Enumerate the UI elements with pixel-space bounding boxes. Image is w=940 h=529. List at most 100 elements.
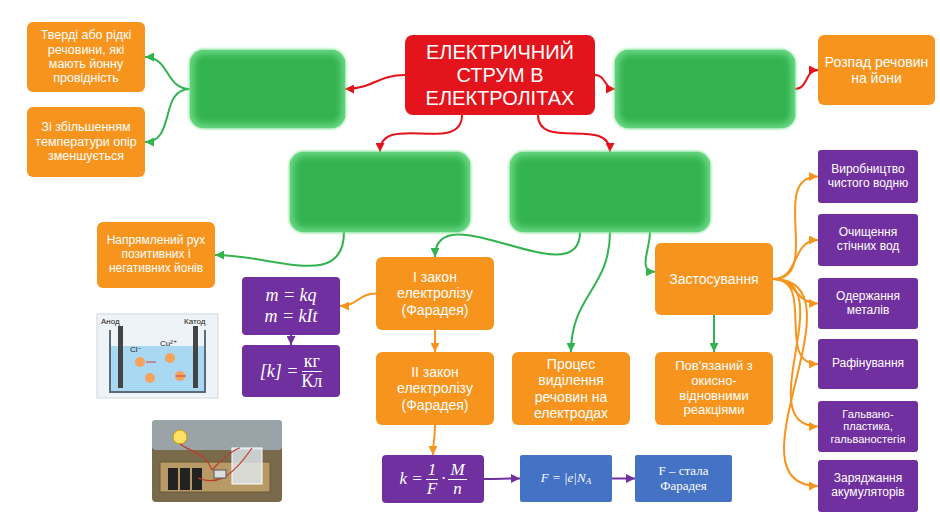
node-text: F – стала Фарадея bbox=[641, 464, 726, 494]
title-box: ЕЛЕКТРИЧНИЙ СТРУМ В ЕЛЕКТРОЛІТАХ bbox=[405, 35, 595, 115]
connector-arrow bbox=[290, 335, 292, 345]
battery bbox=[180, 468, 190, 490]
ion bbox=[165, 353, 175, 363]
process-box: Тверді або рідкі речовини, які мають йон… bbox=[27, 22, 145, 92]
ion bbox=[135, 357, 145, 367]
node-text: І закон електролізу (Фарадея) bbox=[382, 269, 488, 317]
formula-text: [k] = bbox=[260, 361, 299, 382]
blank-box bbox=[290, 152, 470, 232]
connector-arrow bbox=[645, 232, 655, 272]
formula-box: k =1F·Mn bbox=[382, 455, 484, 503]
picture-label: Cl⁻ bbox=[130, 346, 142, 354]
formula-row: k =1F·Mn bbox=[399, 461, 466, 498]
beaker-wall bbox=[110, 330, 205, 392]
node-text: ЕЛЕКТРИЧНИЙ СТРУМ В ЕЛЕКТРОЛІТАХ bbox=[411, 41, 589, 110]
denominator: Кл bbox=[301, 372, 322, 391]
application-box: Гальвано-пластика, гальваностегія bbox=[818, 401, 918, 452]
connector-arrow bbox=[795, 70, 818, 89]
note-box: F – стала Фарадея bbox=[635, 455, 732, 502]
formula-text: F = |e|N bbox=[541, 471, 586, 486]
blank-box bbox=[190, 50, 345, 128]
battery bbox=[168, 468, 178, 490]
node-text: Пов'язаний з окисно-відновними реакціями bbox=[661, 359, 767, 419]
node-text: Зі збільшенням температури опір зменшуєт… bbox=[33, 120, 139, 163]
formula-box: [k] =кгКл bbox=[242, 345, 340, 397]
node-text: Застосування bbox=[669, 271, 758, 287]
connector-arrow bbox=[484, 478, 520, 481]
node-text: Заряджання акумуляторів bbox=[824, 472, 912, 500]
fraction: кгКл bbox=[301, 352, 322, 391]
formula-text: k = bbox=[399, 469, 422, 489]
formula-box: F = |e|NA bbox=[520, 455, 612, 502]
node-text: Тверді або рідкі речовини, які мають йон… bbox=[33, 28, 139, 86]
connector-arrow bbox=[435, 232, 580, 257]
connector-arrow bbox=[434, 330, 436, 352]
numerator: 1 bbox=[426, 461, 439, 480]
connector-arrow bbox=[538, 115, 610, 152]
connector-arrow bbox=[215, 232, 344, 266]
connector-arrow bbox=[773, 279, 818, 427]
node-text: Процес виділення речовин на електродах bbox=[518, 356, 624, 420]
denominator: F bbox=[427, 480, 437, 498]
blank-box bbox=[510, 152, 710, 232]
node-text: Напрямлений рух позитивних і негативних … bbox=[103, 234, 209, 275]
process-box: Пов'язаний з окисно-відновними реакціями bbox=[655, 352, 773, 425]
connector-arrow bbox=[773, 279, 818, 486]
denominator: n bbox=[453, 480, 462, 498]
connector-arrow bbox=[713, 315, 715, 352]
application-box: Виробництво чистого водню bbox=[818, 150, 918, 203]
connector-arrow bbox=[571, 232, 610, 352]
connector-arrow bbox=[433, 425, 435, 455]
process-box: Процес виділення речовин на електродах bbox=[512, 352, 630, 425]
anode-plate bbox=[118, 326, 123, 388]
picture-label: Cu²⁺ bbox=[160, 340, 177, 348]
connector-arrow bbox=[145, 57, 190, 89]
connector-arrow bbox=[380, 115, 462, 152]
ion-arrow bbox=[146, 362, 186, 376]
node-text: Рафінування bbox=[832, 357, 904, 371]
application-box: Очищення стічних вод bbox=[818, 214, 918, 266]
node-text: Одержання металів bbox=[824, 290, 912, 318]
connector-arrow bbox=[773, 240, 818, 279]
process-box: Напрямлений рух позитивних і негативних … bbox=[97, 222, 215, 288]
node-text: Очищення стічних вод bbox=[824, 226, 912, 254]
node-text: Виробництво чистого водню bbox=[824, 163, 912, 191]
connector-arrow bbox=[612, 478, 635, 480]
glass-vessel bbox=[232, 448, 262, 484]
numerator: кг bbox=[302, 352, 322, 372]
connector-arrow bbox=[345, 75, 405, 89]
numerator: M bbox=[448, 461, 466, 480]
process-box: Застосування bbox=[655, 243, 773, 315]
node-text: m = kq bbox=[265, 285, 316, 306]
subscript: A bbox=[586, 476, 592, 486]
picture-ground bbox=[97, 314, 218, 398]
application-box: Рафінування bbox=[818, 339, 918, 389]
application-box: Одержання металів bbox=[818, 278, 918, 329]
picture-label: Катод bbox=[184, 318, 205, 326]
connector-arrow bbox=[340, 294, 376, 307]
fraction: 1F bbox=[426, 461, 439, 498]
fraction: Mn bbox=[448, 461, 466, 498]
blank-box bbox=[615, 50, 795, 128]
process-box: Розпад речовин на йони bbox=[818, 35, 935, 105]
experiment-photo bbox=[152, 420, 282, 502]
switch bbox=[214, 470, 226, 478]
photo-ground bbox=[152, 420, 282, 502]
electrolysis-beaker-picture bbox=[97, 314, 218, 398]
process-box: ІІ закон електролізу (Фарадея) bbox=[376, 352, 494, 425]
node-text: Розпад речовин на йони bbox=[824, 54, 929, 86]
node-text: Гальвано-пластика, гальваностегія bbox=[824, 408, 912, 446]
formula-row: F = |e|NA bbox=[541, 471, 591, 486]
picture-label: Анод bbox=[101, 318, 120, 326]
electrolyte bbox=[111, 346, 204, 391]
cathode-plate bbox=[193, 326, 198, 388]
connector-arrow bbox=[773, 177, 818, 280]
formula-text: · bbox=[441, 469, 445, 489]
connector-arrow bbox=[595, 75, 615, 89]
process-box: Зі збільшенням температури опір зменшуєт… bbox=[27, 107, 145, 177]
formula-row: [k] =кгКл bbox=[260, 352, 323, 391]
process-box: І закон електролізу (Фарадея) bbox=[376, 257, 494, 330]
node-text: ІІ закон електролізу (Фарадея) bbox=[382, 364, 488, 412]
formula-box: m = kqm = kIt bbox=[242, 277, 340, 335]
